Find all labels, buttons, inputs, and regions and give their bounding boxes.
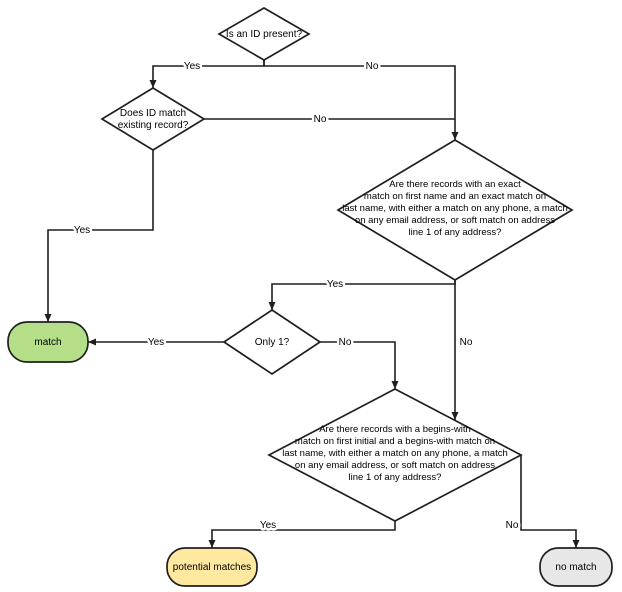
decision-begins-with-line5: line 1 of any address? xyxy=(349,472,442,483)
decision-exact-match-line5: line 1 of any address? xyxy=(409,227,502,238)
label-exact-match-no: No xyxy=(460,337,473,348)
decision-exact-match-line2: match on first name and an exact match o… xyxy=(364,191,546,202)
decision-begins-with-line3: last name, with either a match on any ph… xyxy=(282,448,508,459)
decision-does-id-match-line2: existing record? xyxy=(118,120,189,131)
decision-begins-with-shape xyxy=(267,388,523,522)
terminator-potential-matches-label: potential matches xyxy=(173,562,251,573)
label-begins-with-no: No xyxy=(506,520,519,531)
decision-is-id-present: Is an ID present? xyxy=(217,7,311,61)
terminator-match-label: match xyxy=(34,337,61,348)
label-only-one-no: No xyxy=(339,337,352,348)
label-exact-match-yes: Yes xyxy=(327,279,343,290)
terminator-match-shape xyxy=(7,321,89,363)
edge-only-one-no xyxy=(320,341,399,389)
edge-begins-with-yes xyxy=(208,521,396,548)
decision-begins-with-line2: match on first initial and a begins-with… xyxy=(295,436,495,447)
decision-does-id-match-line1: Does ID match xyxy=(120,108,186,119)
edge-exact-match-yes xyxy=(268,280,456,310)
terminator-no-match: no match xyxy=(539,547,613,587)
label-begins-with-yes: Yes xyxy=(260,520,276,531)
decision-exact-match-line1: Are there records with an exact xyxy=(389,179,521,190)
edge-labels: Yes No No Yes Yes No Yes No Yes No xyxy=(71,59,521,534)
label-id-match-no: No xyxy=(314,114,327,125)
edge-begins-with-no xyxy=(520,455,580,548)
label-id-present-no: No xyxy=(366,61,379,72)
decision-exact-match-line3: last name, with either a match on any ph… xyxy=(342,203,568,214)
terminator-potential-matches-shape xyxy=(166,547,258,587)
terminator-potential-matches: potential matches xyxy=(166,547,258,587)
decision-is-id-present-shape xyxy=(217,7,311,61)
label-id-present-yes: Yes xyxy=(184,61,200,72)
decision-does-id-match-shape xyxy=(100,87,206,151)
decision-exact-match-shape xyxy=(336,139,574,281)
decision-does-id-match: Does ID match existing record? xyxy=(100,87,206,151)
terminator-no-match-shape xyxy=(539,547,613,587)
edge-id-present-yes xyxy=(149,60,265,88)
terminator-no-match-label: no match xyxy=(555,562,596,573)
decision-is-id-present-label: Is an ID present? xyxy=(226,29,303,40)
label-only-one-yes: Yes xyxy=(148,337,164,348)
decision-exact-match: Are there records with an exact match on… xyxy=(336,139,574,281)
edge-id-match-yes xyxy=(44,150,154,322)
decision-begins-with-line4: on any email address, or soft match on a… xyxy=(295,460,495,471)
decision-only-one: Only 1? xyxy=(222,308,322,376)
label-id-match-yes: Yes xyxy=(74,225,90,236)
terminator-match: match xyxy=(7,321,89,363)
decision-begins-with-line1: Are there records with a begins-with xyxy=(319,424,471,435)
decision-begins-with: Are there records with a begins-with mat… xyxy=(267,388,523,522)
decision-only-one-shape xyxy=(222,308,322,376)
edges xyxy=(44,60,580,548)
decision-exact-match-line4: on any email address, or soft match on a… xyxy=(355,215,555,226)
decision-only-one-label: Only 1? xyxy=(255,337,290,348)
edge-id-present-no xyxy=(263,60,459,140)
